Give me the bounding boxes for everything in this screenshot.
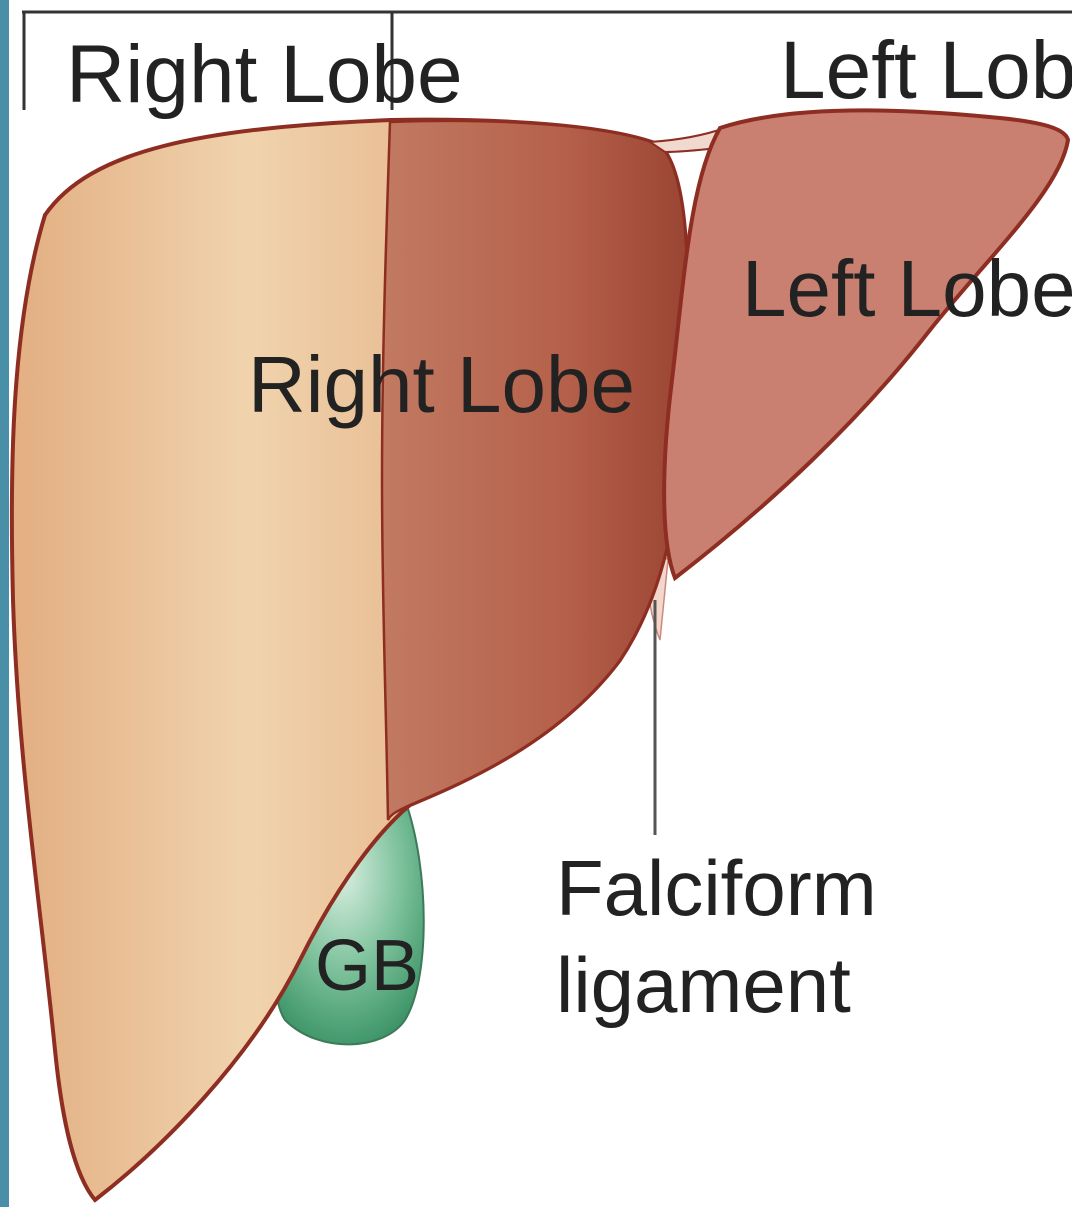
right-lobe-medial-segment (382, 121, 687, 820)
left-lobe-label: Left Lobe (742, 244, 1072, 333)
right-lobe-label: Right Lobe (248, 340, 635, 429)
header-right-lobe-label: Right Lobe (66, 29, 463, 120)
falciform-label-line2: ligament (556, 941, 851, 1029)
left-lobe (664, 110, 1068, 578)
header-left-lobe-label: Left Lobe (780, 25, 1072, 116)
falciform-label-line1: Falciform (556, 844, 877, 932)
side-strip (0, 0, 9, 1207)
gallbladder-label: GB (315, 926, 419, 1006)
